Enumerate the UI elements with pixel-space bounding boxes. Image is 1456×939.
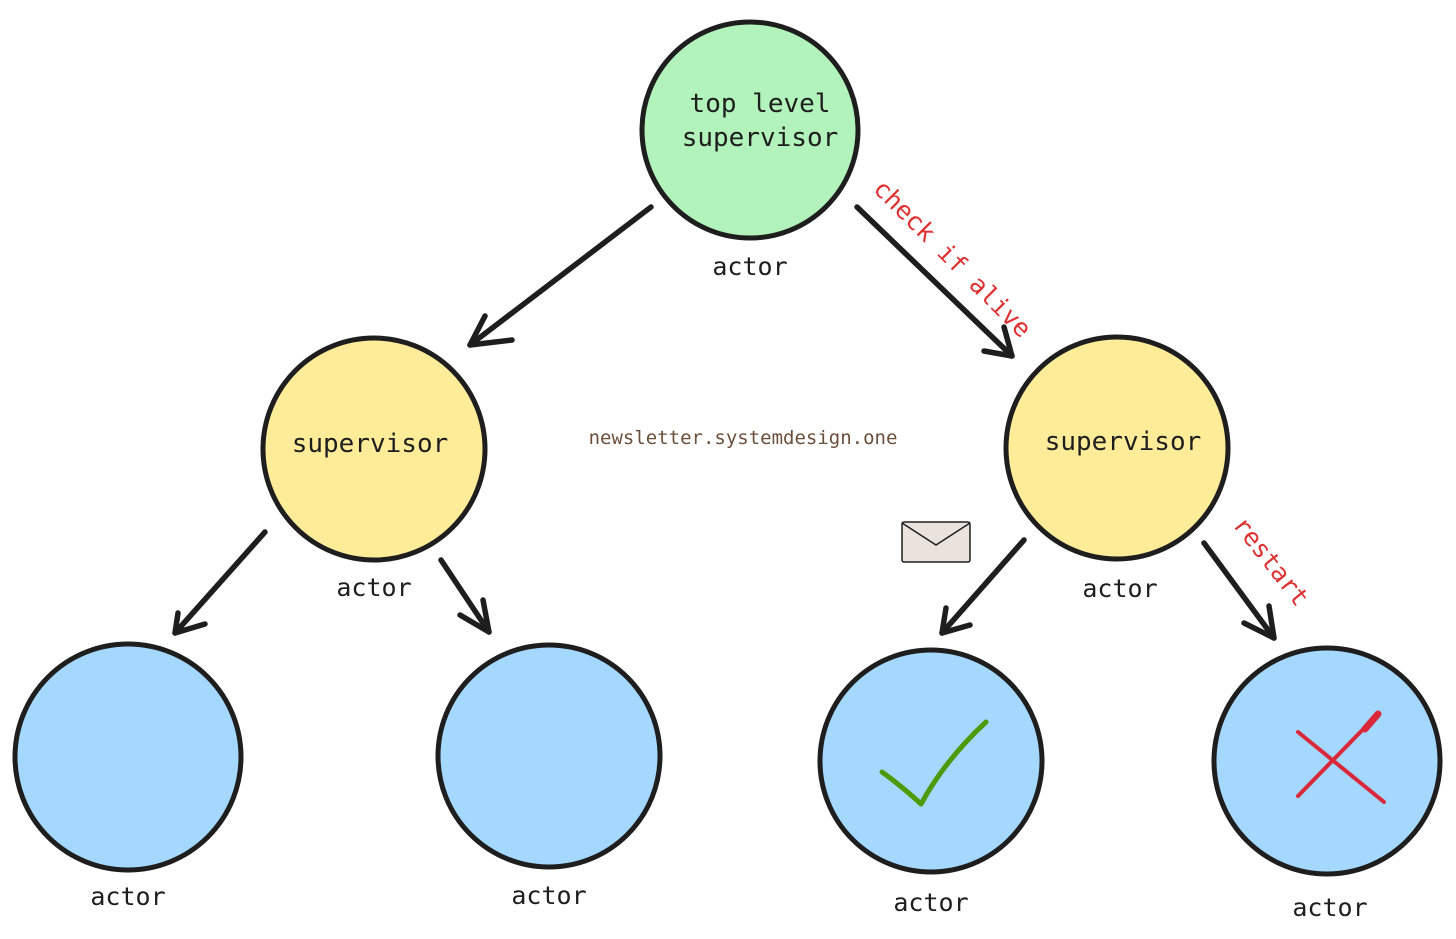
arrow-right-supervisor-to-worker-4 [1201, 540, 1277, 641]
worker-caption-1: actor [90, 882, 165, 911]
left-supervisor-label: supervisor [292, 429, 449, 459]
worker-caption-2: actor [511, 881, 586, 910]
worker-circle-1 [12, 641, 244, 873]
right-supervisor-caption: actor [1082, 574, 1157, 603]
top-level-supervisor-caption: actor [712, 252, 787, 281]
arrow-top-to-right-supervisor [854, 204, 1015, 359]
worker-caption-4: actor [1292, 893, 1367, 922]
left-supervisor-node: supervisor actor [260, 335, 488, 602]
worker-circle-2 [435, 642, 663, 870]
worker-node-2: actor [435, 642, 663, 910]
arrow-left-supervisor-to-worker-2 [438, 557, 492, 635]
left-supervisor-caption: actor [336, 573, 411, 602]
check-icon [879, 719, 989, 807]
right-supervisor-node: supervisor actor [1003, 334, 1231, 603]
top-level-supervisor-node: top level supervisor actor [639, 19, 861, 281]
watermark-text: newsletter.systemdesign.one [589, 427, 898, 449]
right-supervisor-circle [1003, 334, 1231, 562]
check-alive-annotation: check if alive [868, 174, 1038, 344]
top-level-supervisor-label-line2: supervisor [682, 123, 839, 153]
arrow-left-supervisor-to-worker-1 [172, 529, 268, 636]
worker-node-3: actor [817, 647, 1045, 917]
arrow-right-supervisor-to-worker-3 [939, 537, 1027, 636]
worker-node-4: actor [1211, 645, 1443, 922]
worker-caption-3: actor [893, 888, 968, 917]
worker-circle-3 [817, 647, 1045, 875]
top-level-supervisor-circle [639, 19, 861, 241]
worker-node-1: actor [12, 641, 244, 911]
arrow-top-to-left-supervisor [467, 204, 654, 348]
right-supervisor-label: supervisor [1045, 427, 1202, 457]
top-level-supervisor-label-line1: top level [690, 89, 831, 119]
envelope-icon [901, 521, 971, 563]
left-supervisor-circle [260, 335, 488, 563]
worker-circle-4 [1211, 645, 1443, 877]
cross-icon [1296, 710, 1386, 804]
